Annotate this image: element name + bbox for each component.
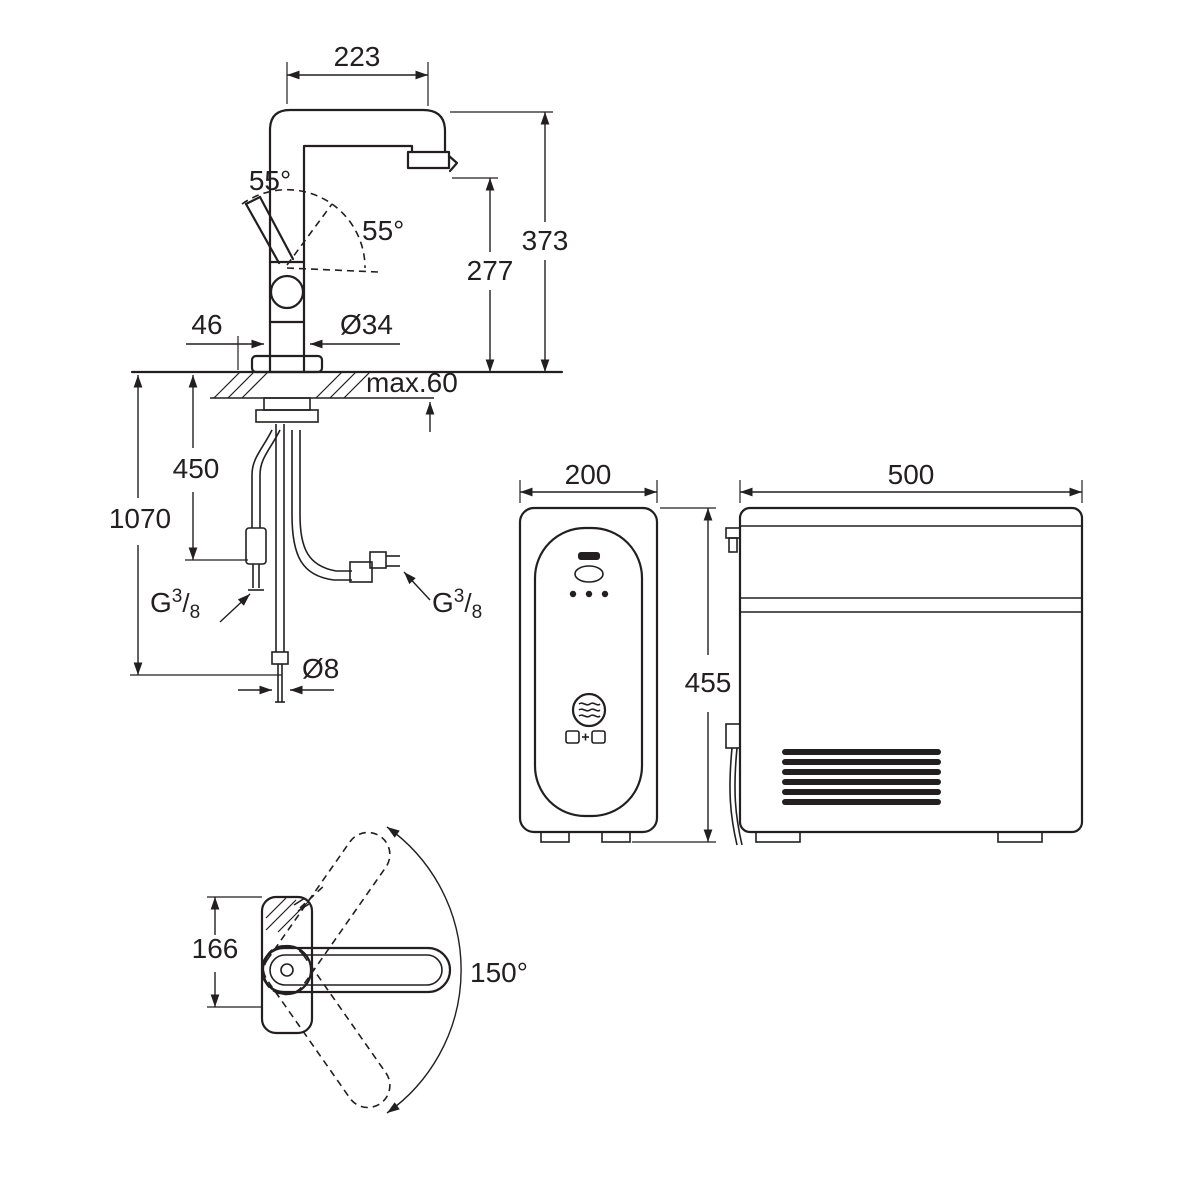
water-inlet-connector (725, 527, 741, 553)
cooler-front-view: 200 455 (518, 459, 732, 843)
vent-grille-icon (782, 749, 941, 805)
faucet-body-top (260, 895, 314, 1035)
display-icon (578, 552, 600, 560)
dim-hose-450-label: 450 (173, 453, 220, 484)
dim-counter-thickness: max.60 (366, 367, 458, 432)
cooler-front-foot-left (540, 831, 570, 843)
faucet-outline (241, 108, 459, 374)
mounting-shank (255, 397, 319, 423)
dim-height-outlet: 277 (452, 177, 514, 372)
connection-g38-right: G3/8 (403, 571, 482, 623)
connection-g38-left-label: G3/8 (150, 586, 200, 623)
lever-swivel-range (241, 188, 379, 273)
dim-cooler-width: 200 (519, 459, 658, 503)
spout-arm-top (260, 946, 452, 994)
dim-faucet-depth: 166 (192, 896, 262, 1008)
cooler-front-body (518, 506, 659, 834)
cooler-front-foot-right (601, 831, 631, 843)
cooler-side-body (738, 506, 1084, 834)
dim-body-diameter: Ø34 (310, 309, 400, 349)
dim-hose-450: 450 (173, 375, 248, 561)
button-oval-icon (574, 565, 604, 583)
dim-counter-thickness-label: max.60 (366, 367, 458, 398)
check-valve (245, 527, 267, 565)
base-flange (250, 354, 324, 374)
dim-base-offset-label: 46 (191, 309, 222, 340)
connection-g38-left: G3/8 (150, 586, 251, 623)
dim-cooler-depth-label: 500 (888, 459, 935, 490)
power-cable (725, 723, 743, 846)
hose-fitting (349, 561, 373, 583)
dim-hose-1070: 1070 (109, 375, 282, 676)
dim-height-total-label: 373 (522, 225, 569, 256)
spout-arm-dashed-up (262, 831, 391, 996)
dim-cooler-width-label: 200 (565, 459, 612, 490)
angle-left-label: 55° (249, 165, 291, 196)
cooler-side-view: 500 (725, 459, 1084, 846)
aerator-tip (447, 154, 459, 173)
elbow-fitting (369, 551, 387, 569)
status-dots-icon (569, 590, 609, 598)
cooler-front-panel (533, 526, 644, 818)
dim-height-outlet-label: 277 (467, 255, 514, 286)
spout-arm-dashed-down (262, 944, 391, 1109)
faucet-top-view: 166 150° (192, 826, 528, 1114)
hoses (245, 424, 400, 703)
body-joint (269, 274, 305, 310)
dim-spout-reach-label: 223 (334, 41, 381, 72)
dim-body-diameter-label: Ø34 (340, 309, 393, 340)
filter-plus-cooler-icon (565, 730, 606, 744)
dim-cooler-height-label: 455 (685, 667, 732, 698)
dim-swivel-angle: 150° (386, 826, 528, 1114)
swivel-pivot-center (280, 963, 294, 977)
connection-g38-right-label: G3/8 (432, 586, 482, 623)
dim-height-total: 373 (450, 111, 569, 372)
dim-cooler-depth: 500 (739, 459, 1083, 503)
cooler-side-foot-left (755, 831, 801, 843)
body-section-hatch (265, 897, 309, 933)
countertop (130, 370, 564, 399)
dim-faucet-depth-label: 166 (192, 933, 239, 964)
hose-connector (271, 651, 289, 665)
faucet-front-view: 223 55° 55° 373 277 46 Ø34 (109, 41, 569, 703)
faucet-lever (244, 195, 295, 265)
dim-hose-1070-label: 1070 (109, 503, 171, 534)
dim-hose-diameter: Ø8 (238, 653, 339, 695)
dim-cooler-height: 455 (632, 507, 732, 843)
spout-arm-inner (269, 954, 443, 986)
spout-outlet (406, 150, 451, 170)
dim-swivel-angle-label: 150° (470, 957, 528, 988)
dim-hose-diameter-label: Ø8 (302, 653, 339, 684)
dim-base-offset: 46 (186, 309, 264, 370)
angle-right-label: 55° (362, 215, 404, 246)
grohe-blue-logo-icon (571, 692, 607, 728)
dim-spout-reach: 223 (286, 41, 429, 106)
cooler-side-foot-right (997, 831, 1043, 843)
